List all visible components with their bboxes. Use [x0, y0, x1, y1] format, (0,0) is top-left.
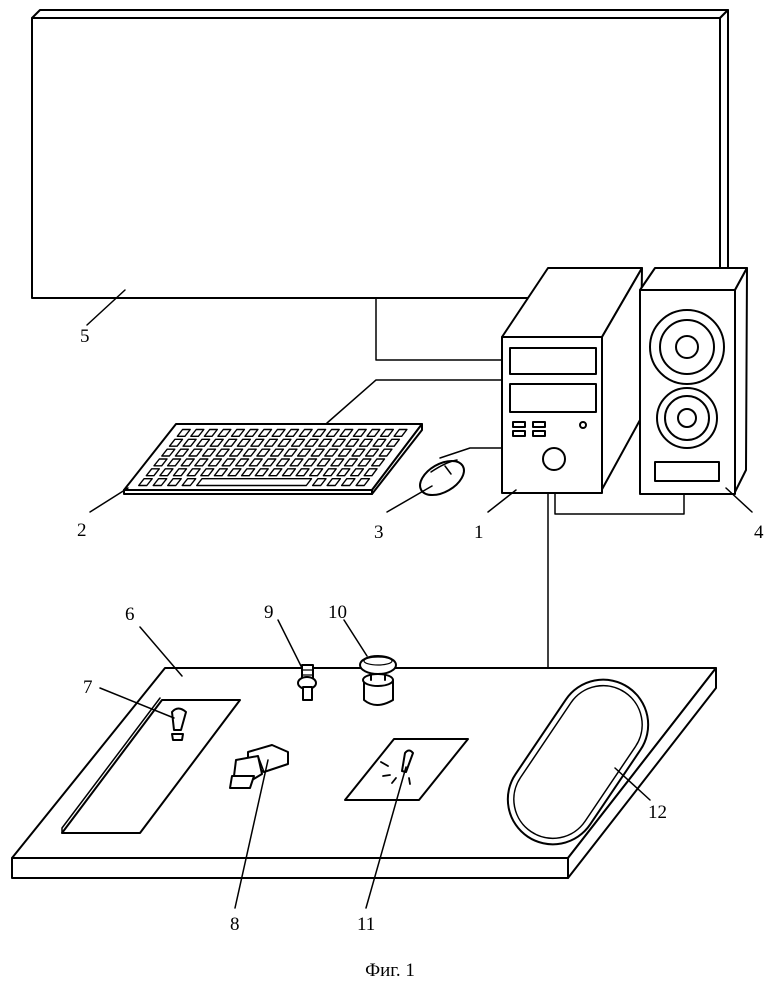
label-5: 5	[80, 326, 90, 347]
label-8: 8	[230, 914, 240, 935]
label-9: 9	[264, 602, 274, 623]
mouse	[414, 454, 470, 502]
label-1: 1	[474, 522, 484, 543]
label-2: 2	[77, 520, 87, 541]
speaker	[640, 268, 747, 494]
label-12: 12	[648, 802, 667, 823]
system-unit	[502, 268, 642, 493]
label-11: 11	[357, 914, 375, 935]
label-10: 10	[328, 602, 347, 623]
monitor	[32, 10, 728, 298]
item-10-knob	[360, 656, 396, 705]
label-6: 6	[125, 604, 135, 625]
label-3: 3	[374, 522, 384, 543]
figure-caption: Фиг. 1	[0, 960, 780, 982]
label-7: 7	[83, 677, 93, 698]
keyboard	[124, 424, 422, 494]
label-4: 4	[754, 522, 764, 543]
